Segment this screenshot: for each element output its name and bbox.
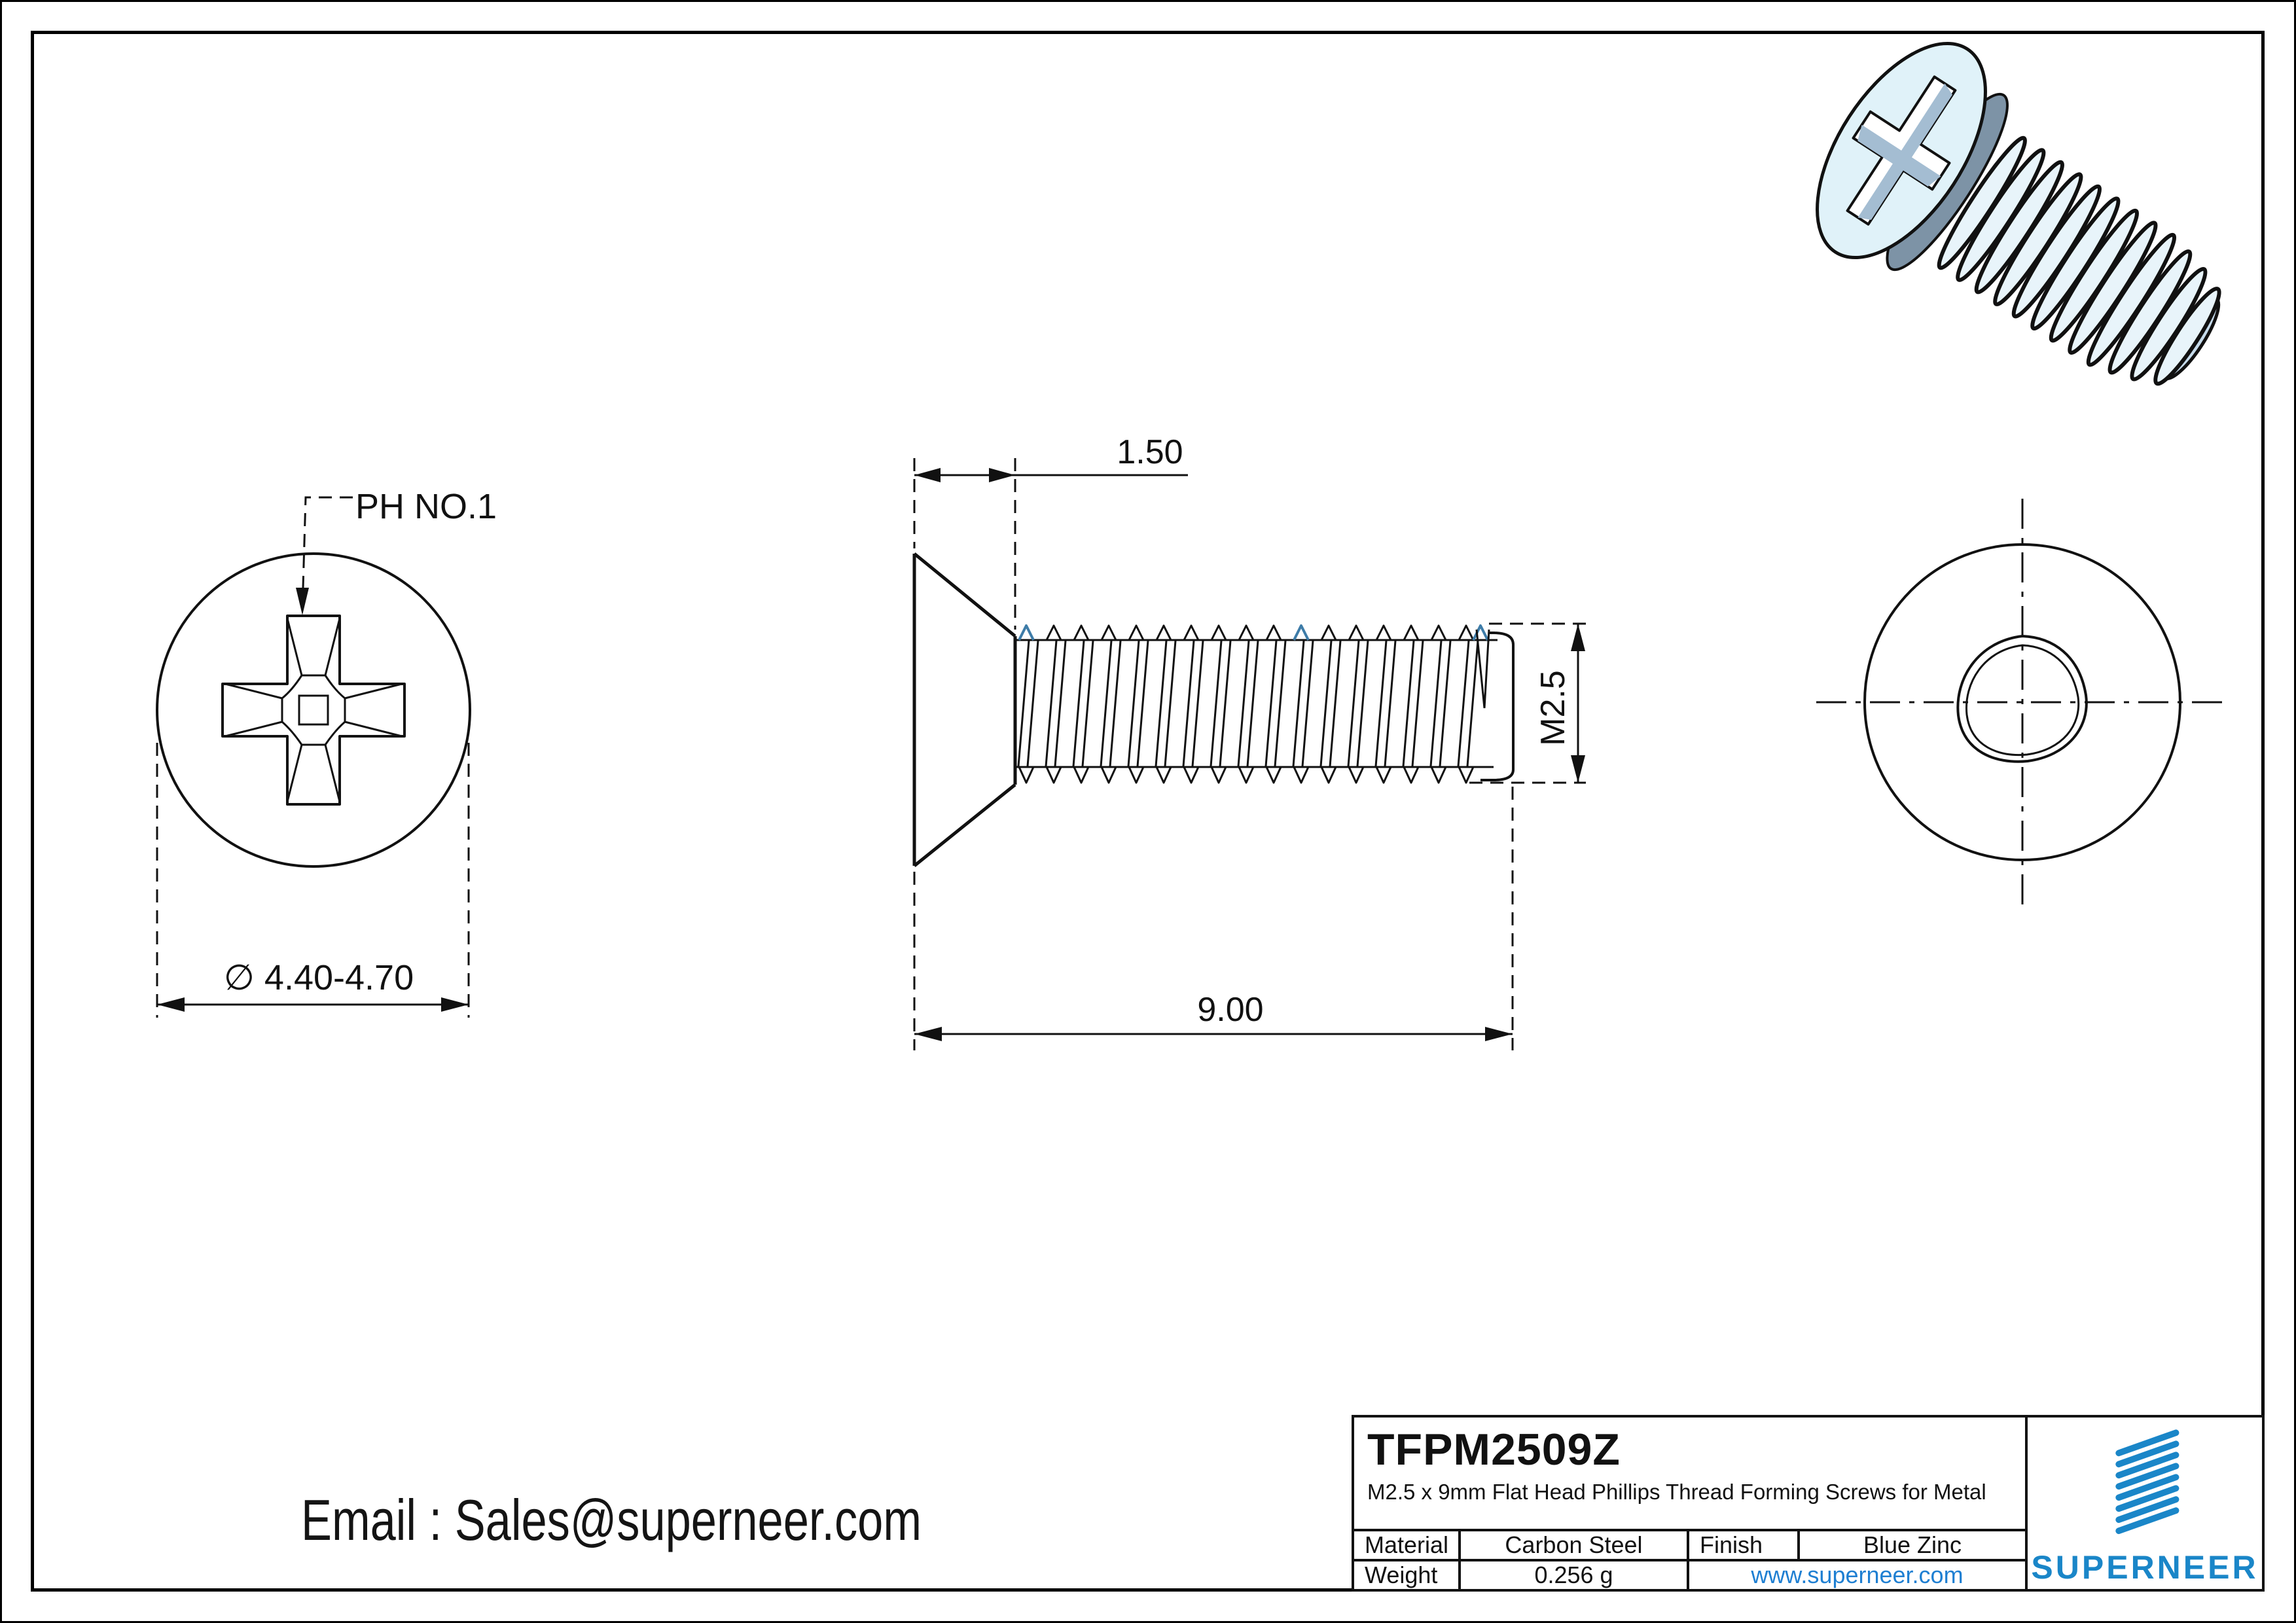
- trilobular-outer: [1956, 634, 2088, 763]
- thread-dim-text: M2.5: [1534, 670, 1572, 746]
- drive-size-label: PH NO.1: [355, 487, 497, 526]
- dia-extension-lines: [156, 743, 470, 1018]
- side-view: [912, 458, 1586, 1050]
- thread-dia-extension-lines: [1469, 622, 1586, 784]
- thread-profile: [1017, 624, 1489, 784]
- title-block-header: TFPM2509Z M2.5 x 9mm Flat Head Phillips …: [1354, 1418, 2025, 1529]
- phillips-recess-outline: [221, 615, 406, 806]
- drawing-frame-border: [31, 31, 2265, 1592]
- brand-logo-cell: SUPERNEER: [2028, 1418, 2262, 1589]
- iso-recess-shadow-2: [1857, 124, 1941, 187]
- part-description: M2.5 x 9mm Flat Head Phillips Thread For…: [1367, 1480, 1986, 1505]
- front-view-head: [156, 496, 471, 1018]
- end-view: [1816, 499, 2229, 910]
- website-link: www.superneer.com: [1751, 1561, 1964, 1588]
- iso-view-screw: [1816, 41, 2221, 386]
- material-value: Carbon Steel: [1461, 1531, 1689, 1559]
- head-height-dim-text: 1.50: [1117, 433, 1183, 471]
- head-height-arrows: [914, 468, 1015, 482]
- thread-runout: [1475, 629, 1490, 709]
- head-profile: [912, 552, 1017, 867]
- iso-thread-ridges: [1937, 135, 2221, 386]
- head-height-extension-lines: [913, 458, 1016, 630]
- shank-end-cap: [1480, 632, 1515, 781]
- trilobular-inner: [1965, 644, 2080, 757]
- material-label: Material: [1354, 1531, 1461, 1559]
- title-block: TFPM2509Z M2.5 x 9mm Flat Head Phillips …: [1352, 1415, 2265, 1592]
- iso-recess-shadow-1: [1857, 83, 1953, 220]
- finish-label: Finish: [1689, 1531, 1800, 1559]
- spec-row-1: Material Carbon Steel Finish Blue Zinc: [1354, 1529, 2025, 1559]
- leader-line: [302, 496, 353, 588]
- logo-stripes-icon: [2115, 1429, 2179, 1535]
- weight-value: 0.256 g: [1461, 1561, 1689, 1589]
- length-extension-lines: [913, 787, 1514, 1050]
- leader-arrow: [296, 588, 309, 615]
- phillips-recess-walls: [224, 618, 403, 802]
- length-dim-text: 9.00: [1197, 991, 1263, 1029]
- head-outline-circle: [156, 552, 471, 868]
- finish-value: Blue Zinc: [1863, 1531, 1962, 1558]
- spec-row-2: Weight 0.256 g www.superneer.com: [1354, 1559, 2025, 1589]
- brand-logo-mark: [2115, 1429, 2179, 1535]
- part-number: TFPM2509Z: [1367, 1425, 1621, 1474]
- title-block-main: TFPM2509Z M2.5 x 9mm Flat Head Phillips …: [1354, 1418, 2028, 1589]
- email-line: Email : Sales@superneer.com: [301, 1488, 922, 1552]
- head-diameter-dim: ∅ 4.40-4.70: [224, 958, 414, 997]
- brand-name: SUPERNEER: [2031, 1549, 2259, 1586]
- weight-label: Weight: [1354, 1561, 1461, 1589]
